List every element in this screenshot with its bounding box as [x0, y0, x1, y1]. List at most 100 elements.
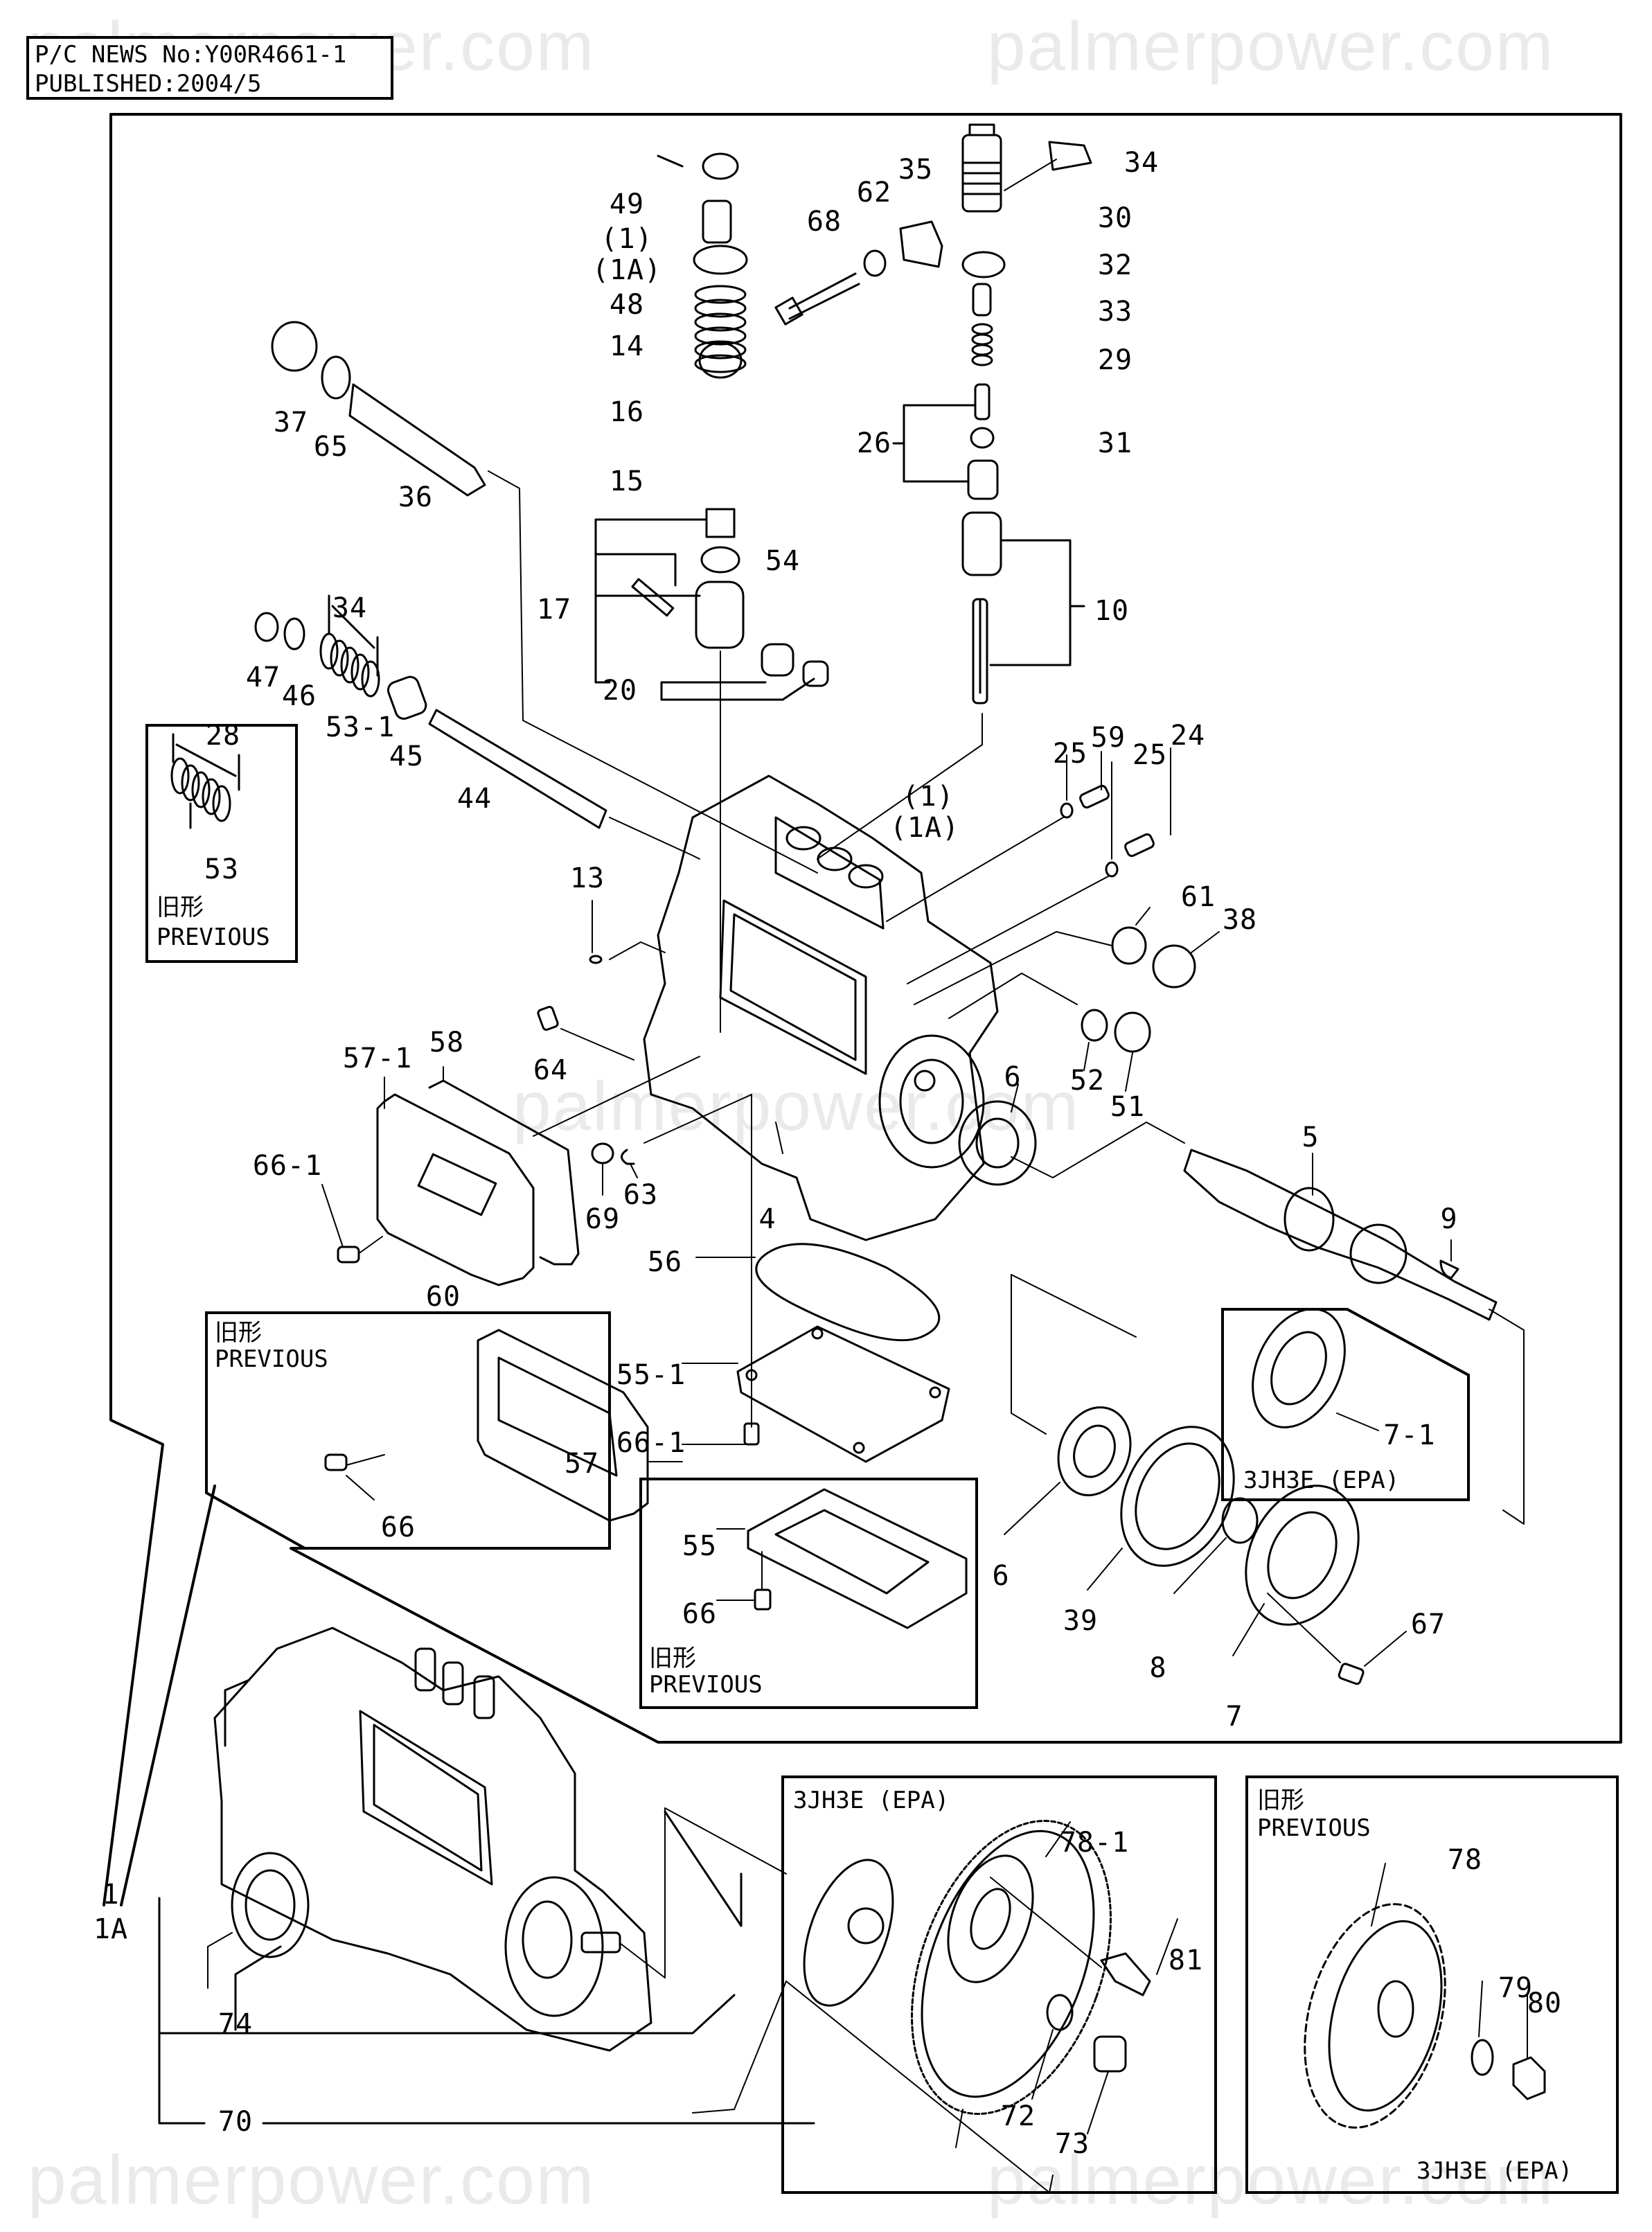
callout-73: 73 — [1054, 2128, 1090, 2160]
bearing-6b — [1057, 1406, 1132, 1496]
plunger-barrel-10 — [961, 511, 1002, 576]
bracket-1 — [158, 1897, 736, 2035]
bolt-66b — [754, 1588, 772, 1611]
callout-70: 70 — [217, 2106, 254, 2138]
valve-26 — [974, 383, 991, 420]
callout-72: 72 — [1000, 2100, 1036, 2132]
pin-64 — [537, 1006, 559, 1031]
callout-7-1: 7-1 — [1383, 1419, 1436, 1451]
cap-49 — [702, 152, 739, 180]
callout-63: 63 — [623, 1179, 659, 1211]
bolt-66-1a — [337, 1246, 360, 1264]
ring-14 — [693, 245, 748, 275]
callout-66-1a: 66-1 — [252, 1150, 323, 1182]
valve-24 — [1124, 833, 1155, 858]
bolt-66a — [324, 1453, 348, 1471]
oring-25a — [1060, 802, 1074, 819]
gear-previous-variant: 3JH3E (EPA) — [1416, 2157, 1573, 2185]
callout-80: 80 — [1527, 1987, 1563, 2019]
callout-37: 37 — [273, 407, 309, 439]
cover-57-1 — [376, 1093, 535, 1286]
nut-47 — [254, 612, 279, 642]
gear-previous-label: PREVIOUS — [1257, 1814, 1371, 1842]
pin-13 — [589, 955, 603, 964]
plate-39 — [1120, 1426, 1235, 1567]
callout-81: 81 — [1168, 1945, 1204, 1976]
callout-1-housing: (1) — [902, 781, 954, 813]
callout-dim-34: 34 — [332, 592, 368, 624]
dimension-28: 28 — [205, 720, 241, 752]
news-header: P/C NEWS No:Y00R4661-1 PUBLISHED:2004/5 — [26, 36, 393, 100]
callout-39: 39 — [1063, 1605, 1099, 1637]
gasket-32 — [961, 251, 1006, 278]
stopper-33 — [972, 283, 992, 317]
callout-29: 29 — [1097, 344, 1133, 376]
callout-34: 34 — [1123, 147, 1160, 179]
washer-31 — [970, 427, 995, 449]
plate-55-1 — [736, 1325, 950, 1463]
nut-73 — [1093, 2035, 1127, 2073]
spring-53 — [170, 757, 231, 822]
main-frame-left — [103, 113, 164, 1906]
callout-79: 79 — [1498, 1972, 1534, 2004]
callout-1A-assembly: 1A — [93, 1913, 129, 1945]
callout-6b: 6 — [992, 1560, 1010, 1592]
oring-65 — [321, 355, 351, 400]
callout-47: 47 — [245, 662, 281, 693]
callout-66-1b: 66-1 — [616, 1427, 686, 1459]
callout-1-assembly: 1 — [102, 1879, 120, 1911]
callout-52: 52 — [1069, 1065, 1105, 1097]
callout-16: 16 — [609, 396, 645, 428]
callout-17: 17 — [536, 594, 572, 626]
callout-64: 64 — [533, 1054, 569, 1086]
seal-8 — [1221, 1497, 1259, 1544]
callout-48: 48 — [609, 289, 645, 321]
callout-55-1: 55-1 — [616, 1359, 686, 1391]
seat-15 — [698, 342, 743, 379]
guide-17 — [705, 508, 736, 538]
flange-epa-label: 3JH3E (EPA) — [1243, 1467, 1400, 1494]
bushing-45 — [387, 675, 427, 720]
box-jp-label: 旧形 — [157, 894, 204, 921]
callout-65: 65 — [313, 431, 349, 463]
callout-57: 57 — [564, 1448, 600, 1480]
callout-58: 58 — [429, 1027, 465, 1059]
callout-55: 55 — [682, 1530, 718, 1562]
callout-53-1: 53-1 — [325, 711, 396, 743]
callout-67: 67 — [1410, 1609, 1446, 1640]
callout-6a: 6 — [1004, 1061, 1022, 1093]
watermark-top-right: palmerpower.com — [987, 8, 1555, 85]
callout-10: 10 — [1094, 595, 1130, 627]
bolt-67 — [1338, 1663, 1365, 1685]
callout-14: 14 — [609, 330, 645, 362]
hub-gear-epa — [803, 1859, 894, 2007]
gasket-61 — [1111, 926, 1147, 965]
pump-assembly-1 — [213, 1627, 652, 2052]
callout-25b: 25 — [1132, 739, 1168, 771]
callout-15: 15 — [609, 466, 645, 497]
gear-epa-label: 3JH3E (EPA) — [793, 1787, 950, 1814]
washer-54 — [700, 546, 740, 574]
callout-24: 24 — [1170, 720, 1206, 752]
callout-13: 13 — [569, 862, 605, 894]
plate-55 — [747, 1488, 968, 1629]
news-number: P/C NEWS No:Y00R4661-1 — [35, 41, 347, 69]
box-spring-previous: 旧形 PREVIOUS — [145, 724, 298, 963]
watermark-bottom-left: palmerpower.com — [28, 2141, 596, 2219]
callout-25a: 25 — [1052, 738, 1088, 770]
washer-46 — [283, 617, 305, 650]
label-60 — [417, 1153, 497, 1216]
callout-9: 9 — [1440, 1203, 1458, 1235]
nut-80 — [1512, 2056, 1546, 2100]
callout-35: 35 — [898, 154, 934, 186]
callout-45: 45 — [389, 741, 425, 772]
callout-36: 36 — [398, 481, 434, 513]
rod-36 — [348, 383, 486, 497]
callout-56: 56 — [647, 1246, 683, 1278]
callout-33: 33 — [1097, 296, 1133, 328]
clip-34 — [1048, 141, 1092, 171]
callout-51: 51 — [1110, 1091, 1146, 1123]
plate-35 — [899, 220, 943, 268]
